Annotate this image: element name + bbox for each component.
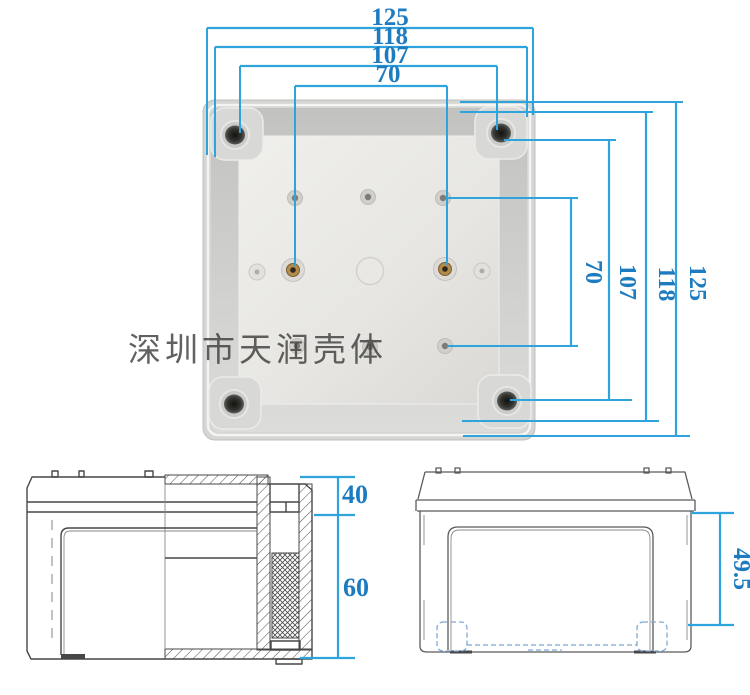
- mounting-hole: [289, 338, 305, 354]
- dim-label-107-top: 107: [371, 42, 409, 69]
- lid-flange: [415, 499, 696, 512]
- leader-lines-125-right: [460, 101, 690, 437]
- dimension-lines-49-5: [688, 511, 734, 627]
- lid-tab: [51, 470, 59, 478]
- lid-tab: [665, 467, 672, 474]
- extension-lines-107: [239, 66, 498, 133]
- dim-label-70-top: 70: [376, 61, 401, 88]
- extension-lines-70: [294, 86, 448, 266]
- dim-label-40: 40: [342, 480, 368, 509]
- lid-parting-lines: [27, 501, 257, 513]
- box-rim-highlight: [206, 103, 532, 437]
- dim-label-125-right: 125: [684, 265, 710, 301]
- post-foot: [275, 658, 303, 665]
- lid-tab: [435, 467, 442, 474]
- corner-screw-hole: [224, 394, 244, 414]
- leader-lines-70-right: [447, 197, 578, 347]
- dim-label-60: 60: [343, 573, 369, 602]
- corner-post-bottom-left: [208, 376, 262, 430]
- screw-recess: [269, 484, 300, 513]
- body-profile: [419, 511, 692, 653]
- lid-tab: [78, 470, 85, 478]
- leader-lines-118-right: [460, 111, 659, 422]
- panel-outline-outer: [60, 527, 257, 655]
- top-view-photo: [202, 99, 536, 441]
- dim-label-49-5: 49.5: [728, 548, 750, 590]
- brass-insert: [281, 258, 305, 282]
- corner-screw-hole: [497, 391, 517, 411]
- dim-label-118-top: 118: [372, 23, 408, 50]
- corner-post-top-left: [210, 107, 264, 161]
- small-boss: [248, 263, 266, 281]
- dim-label-70-right: 70: [580, 260, 606, 284]
- hatch-post-left-wall: [256, 476, 271, 651]
- cable-knockout: [355, 256, 385, 286]
- hatch-post-right-wall: [298, 483, 313, 651]
- right-dimension-group: 70 107 118 125: [447, 101, 710, 437]
- dim-label-125-top: 125: [371, 4, 409, 31]
- dim-label-118-right: 118: [653, 267, 679, 302]
- section-view-drawing: [26, 470, 313, 665]
- lid-profile: [417, 471, 693, 500]
- top-dimension-group: 125 118 107 70: [206, 4, 534, 266]
- small-boss: [473, 262, 491, 280]
- hatch-lid-roof: [164, 474, 269, 485]
- threaded-insert: [271, 552, 300, 639]
- panel-outline-inner: [450, 529, 651, 650]
- section-dimension-group: 40 60: [300, 475, 369, 660]
- panel-foot: [61, 654, 85, 659]
- corner-screw-hole: [225, 125, 245, 145]
- insert-base: [270, 640, 301, 651]
- panel-outline-inner: [63, 530, 257, 655]
- wall-edge-hints: [423, 515, 688, 640]
- lid-tab: [643, 467, 650, 474]
- corner-post-bottom-right: [477, 374, 532, 429]
- mounting-hole: [360, 189, 376, 205]
- brass-insert: [433, 257, 457, 281]
- extension-lines-118: [214, 47, 528, 157]
- mounting-hole: [362, 339, 378, 355]
- extension-lines-125: [206, 28, 534, 155]
- side-view-drawing: [415, 467, 696, 654]
- lid-tab: [454, 467, 461, 474]
- hidden-foot-boss: [436, 621, 468, 652]
- section-outline: [26, 476, 313, 660]
- hidden-foot-boss: [636, 621, 668, 652]
- panel-outline-outer: [447, 526, 654, 650]
- dim-label-107-right: 107: [614, 264, 640, 300]
- dimension-lines-40-60: [300, 475, 355, 660]
- side-dimension-group: 49.5: [688, 511, 750, 627]
- corner-post-top-right: [474, 106, 528, 160]
- watermark-text: 深圳市天润壳体: [128, 332, 387, 369]
- lid-tab: [144, 470, 154, 478]
- leader-lines-107-right: [504, 139, 632, 401]
